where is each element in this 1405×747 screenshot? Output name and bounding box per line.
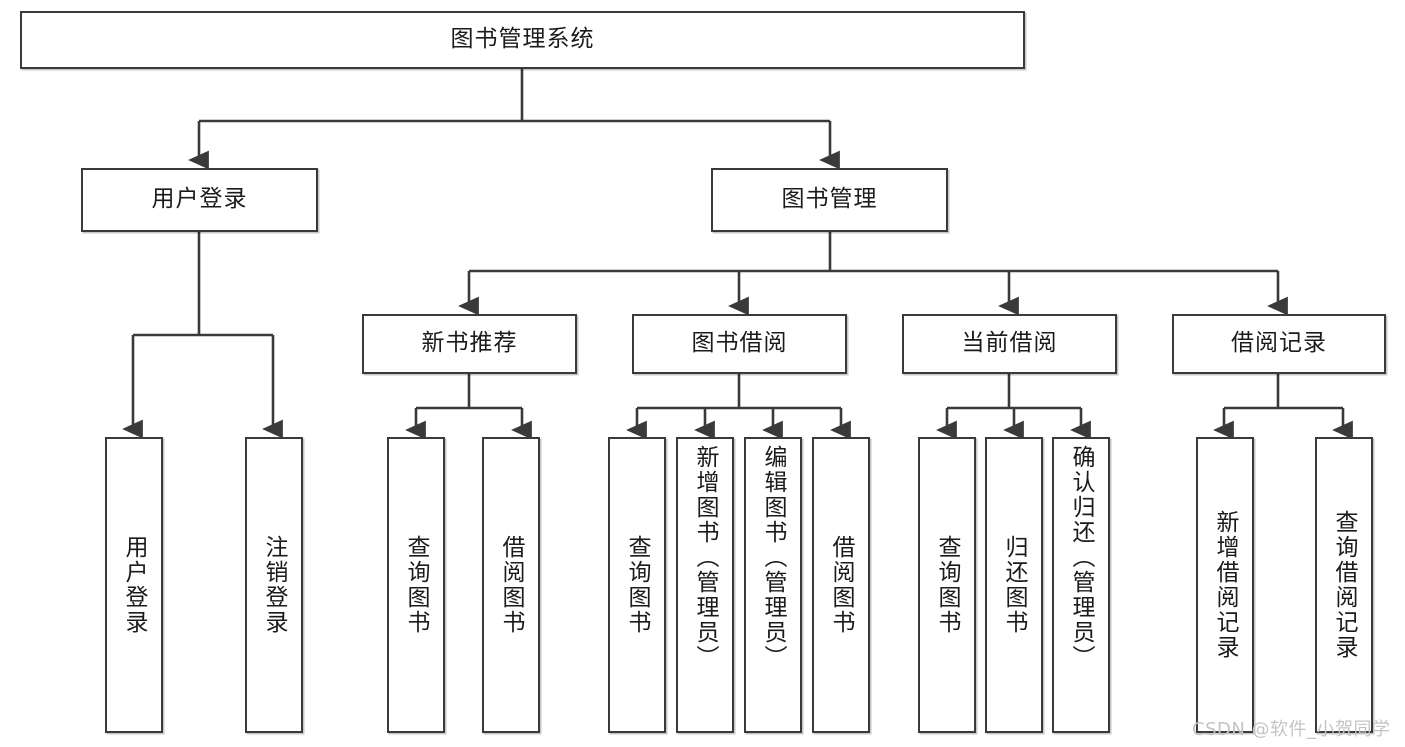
node-label: 查询图书 <box>624 535 650 635</box>
node-label: 图书借阅 <box>691 330 788 357</box>
leaf-query-borrow-record[interactable]: 查询借阅记录 <box>1315 437 1373 733</box>
node-current-borrow[interactable]: 当前借阅 <box>902 314 1117 374</box>
leaf-edit-book-admin[interactable]: 编辑图书（管理员） <box>744 437 802 733</box>
node-label: 注销登录 <box>261 535 287 635</box>
leaf-confirm-return-admin[interactable]: 确认归还（管理员） <box>1052 437 1110 733</box>
node-borrow-record[interactable]: 借阅记录 <box>1172 314 1386 374</box>
node-book-management[interactable]: 图书管理 <box>711 168 948 232</box>
leaf-user-login[interactable]: 用户登录 <box>105 437 163 733</box>
node-label: 查询图书 <box>934 535 960 635</box>
node-label: 归还图书 <box>1001 535 1027 635</box>
node-new-book-recommend[interactable]: 新书推荐 <box>362 314 577 374</box>
node-label: 借阅记录 <box>1231 330 1327 357</box>
leaf-query-book-recommend[interactable]: 查询图书 <box>387 437 445 733</box>
node-label: 查询图书 <box>403 535 429 635</box>
node-book-borrow[interactable]: 图书借阅 <box>632 314 847 374</box>
node-label: 查询借阅记录 <box>1331 510 1357 660</box>
node-label: 借阅图书 <box>828 535 854 635</box>
watermark-text: CSDN @软件_小贺同学 <box>1192 719 1391 740</box>
leaf-add-book-admin[interactable]: 新增图书（管理员） <box>676 437 734 733</box>
csdn-watermark: CSDN @软件_小贺同学 <box>1192 715 1391 741</box>
leaf-logout[interactable]: 注销登录 <box>245 437 303 733</box>
leaf-borrow-book-recommend[interactable]: 借阅图书 <box>482 437 540 733</box>
node-label: 新增图书（管理员） <box>692 445 718 670</box>
node-label: 确认归还（管理员） <box>1068 445 1094 670</box>
leaf-borrow-book[interactable]: 借阅图书 <box>812 437 870 733</box>
node-root-book-management-system[interactable]: 图书管理系统 <box>20 11 1025 69</box>
node-label: 当前借阅 <box>961 330 1058 357</box>
node-user-login[interactable]: 用户登录 <box>81 168 318 232</box>
leaf-add-borrow-record[interactable]: 新增借阅记录 <box>1196 437 1254 733</box>
node-label: 编辑图书（管理员） <box>760 445 786 670</box>
node-label: 借阅图书 <box>498 535 524 635</box>
node-label: 图书管理系统 <box>450 26 595 53</box>
node-label: 新增借阅记录 <box>1212 510 1238 660</box>
node-label: 图书管理 <box>781 186 878 213</box>
leaf-query-book-current[interactable]: 查询图书 <box>918 437 976 733</box>
leaf-query-book-borrow[interactable]: 查询图书 <box>608 437 666 733</box>
node-label: 新书推荐 <box>421 330 518 357</box>
node-label: 用户登录 <box>121 535 147 635</box>
leaf-return-book[interactable]: 归还图书 <box>985 437 1043 733</box>
node-label: 用户登录 <box>151 186 248 213</box>
